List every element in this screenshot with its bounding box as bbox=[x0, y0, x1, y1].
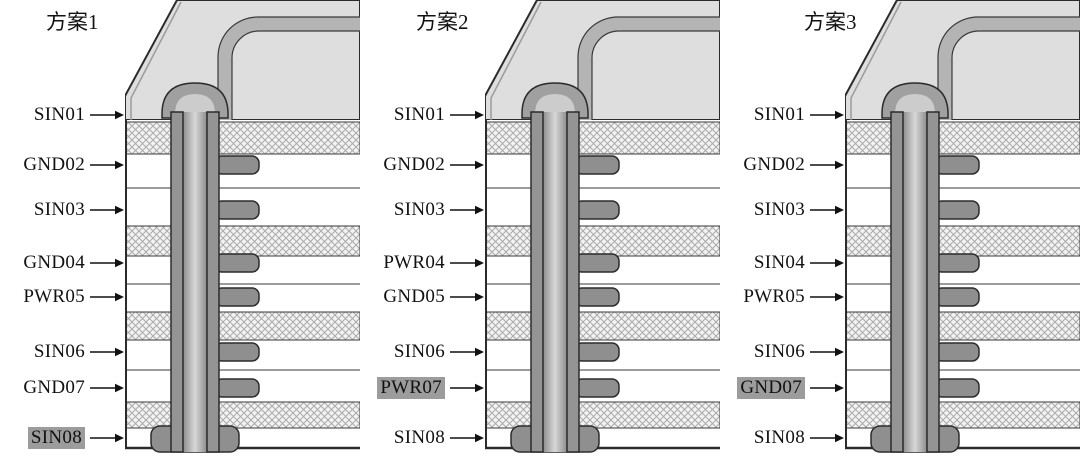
arrow-icon bbox=[810, 258, 844, 268]
layer-label-row: GND02 bbox=[0, 154, 124, 176]
layer-label: SIN06 bbox=[393, 341, 445, 362]
layer-label: SIN08 bbox=[753, 427, 805, 448]
layer-label-row: SIN08 bbox=[720, 427, 844, 449]
arrow-icon bbox=[810, 205, 844, 215]
layer-label-row: GND05 bbox=[360, 286, 484, 308]
layer-label-row: PWR05 bbox=[0, 286, 124, 308]
layer-label: SIN04 bbox=[753, 252, 805, 273]
scheme-panel-2: 方案2 SIN01 GND02 SIN03 PWR04 GND05 SIN06 … bbox=[360, 0, 720, 458]
pcb-cross-section bbox=[485, 0, 720, 458]
layer-label-row: SIN01 bbox=[360, 104, 484, 126]
layer-label: SIN03 bbox=[753, 199, 805, 220]
layer-label-row: SIN03 bbox=[0, 199, 124, 221]
layer-label: PWR05 bbox=[743, 286, 805, 307]
arrow-icon bbox=[450, 205, 484, 215]
pcb-cross-section bbox=[125, 0, 360, 458]
layer-label-row: SIN04 bbox=[720, 252, 844, 274]
layer-label-highlighted: SIN08 bbox=[27, 427, 85, 449]
layer-label-row: GND02 bbox=[360, 154, 484, 176]
layer-label-row: SIN01 bbox=[720, 104, 844, 126]
layer-label: GND05 bbox=[383, 286, 445, 307]
arrow-icon bbox=[450, 433, 484, 443]
layer-label: PWR05 bbox=[23, 286, 85, 307]
scheme-title: 方案2 bbox=[416, 10, 469, 34]
layer-label-row: GND02 bbox=[720, 154, 844, 176]
layer-label: SIN06 bbox=[33, 341, 85, 362]
arrow-icon bbox=[90, 205, 124, 215]
scheme-panel-3: 方案3 SIN01 GND02 SIN03 SIN04 PWR05 SIN06 … bbox=[720, 0, 1080, 458]
layer-label: SIN01 bbox=[33, 104, 85, 125]
arrow-icon bbox=[810, 433, 844, 443]
arrow-icon bbox=[810, 292, 844, 302]
layer-label: GND02 bbox=[743, 154, 805, 175]
layer-label-row: SIN03 bbox=[360, 199, 484, 221]
arrow-icon bbox=[450, 347, 484, 357]
layer-label-row: PWR04 bbox=[360, 252, 484, 274]
layer-label-row: SIN06 bbox=[720, 341, 844, 363]
layer-label-highlighted: GND07 bbox=[737, 377, 805, 399]
layer-label-row: GND07 bbox=[720, 377, 844, 399]
arrow-icon bbox=[90, 258, 124, 268]
layer-label-row: SIN01 bbox=[0, 104, 124, 126]
scheme-title: 方案1 bbox=[46, 10, 99, 34]
layer-label-row: PWR07 bbox=[360, 377, 484, 399]
pcb-cross-section bbox=[845, 0, 1080, 458]
layer-label: SIN01 bbox=[753, 104, 805, 125]
layer-label: GND04 bbox=[23, 252, 85, 273]
arrow-icon bbox=[810, 160, 844, 170]
layer-label: SIN06 bbox=[753, 341, 805, 362]
layer-label: PWR04 bbox=[383, 252, 445, 273]
layer-label: GND02 bbox=[23, 154, 85, 175]
layer-label-row: SIN06 bbox=[0, 341, 124, 363]
arrow-icon bbox=[810, 347, 844, 357]
arrow-icon bbox=[90, 383, 124, 393]
layer-label-row: GND07 bbox=[0, 377, 124, 399]
arrow-icon bbox=[450, 160, 484, 170]
arrow-icon bbox=[450, 292, 484, 302]
layer-label: SIN01 bbox=[393, 104, 445, 125]
arrow-icon bbox=[810, 383, 844, 393]
layer-label-highlighted: PWR07 bbox=[377, 377, 445, 399]
layer-label: SIN03 bbox=[33, 199, 85, 220]
arrow-icon bbox=[90, 160, 124, 170]
layer-label-row: SIN08 bbox=[0, 427, 124, 449]
scheme-title: 方案3 bbox=[804, 10, 857, 34]
arrow-icon bbox=[90, 110, 124, 120]
layer-label: GND07 bbox=[23, 377, 85, 398]
arrow-icon bbox=[810, 110, 844, 120]
layer-label-row: GND04 bbox=[0, 252, 124, 274]
arrow-icon bbox=[450, 258, 484, 268]
layer-label-row: SIN03 bbox=[720, 199, 844, 221]
arrow-icon bbox=[450, 110, 484, 120]
arrow-icon bbox=[90, 292, 124, 302]
layer-label: SIN08 bbox=[393, 427, 445, 448]
layer-label-row: SIN08 bbox=[360, 427, 484, 449]
scheme-panel-1: 方案1 SIN01 GND02 SIN03 GND04 PWR05 SIN06 … bbox=[0, 0, 360, 458]
arrow-icon bbox=[90, 433, 124, 443]
arrow-icon bbox=[90, 347, 124, 357]
layer-label: SIN03 bbox=[393, 199, 445, 220]
arrow-icon bbox=[450, 383, 484, 393]
layer-label: GND02 bbox=[383, 154, 445, 175]
layer-label-row: PWR05 bbox=[720, 286, 844, 308]
layer-label-row: SIN06 bbox=[360, 341, 484, 363]
